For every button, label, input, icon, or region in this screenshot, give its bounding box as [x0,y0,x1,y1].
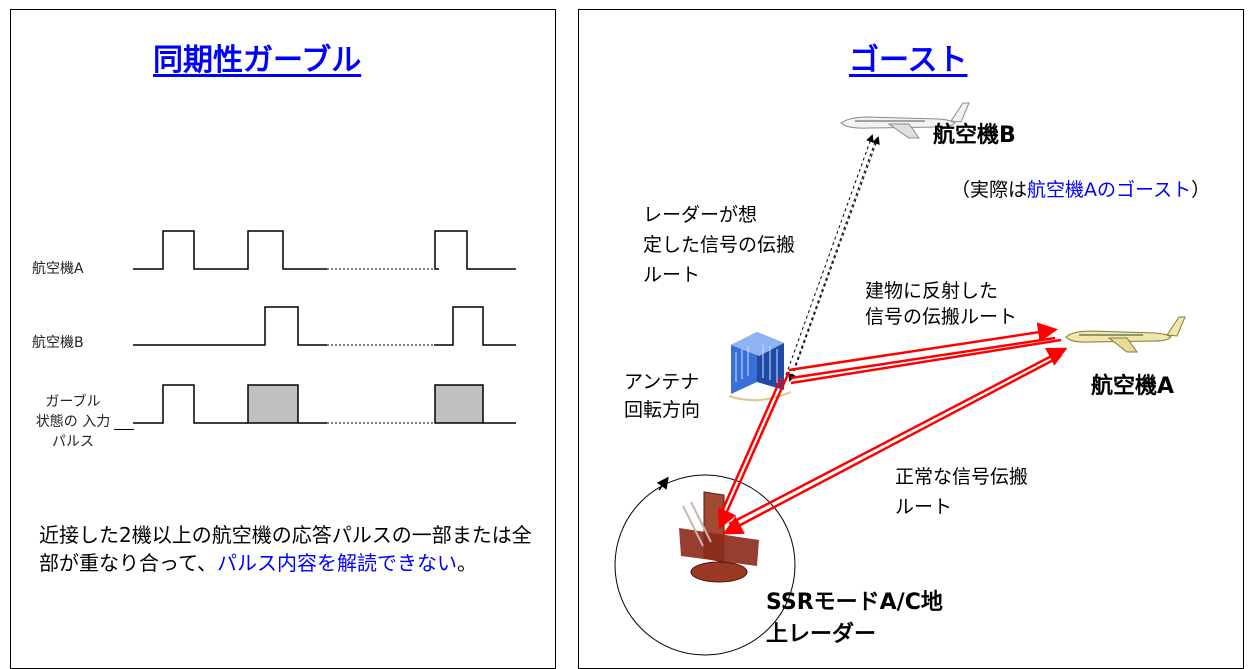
normal-route-label: 正常な信号伝搬 ルート [895,462,1028,522]
normal-route-line-1: 正常な信号伝搬 [895,466,1029,488]
aircraft-b-icon [840,102,970,139]
description-highlight: パルス内容を解読できない [217,551,457,575]
ghost-note-highlight: 航空機Aのゴースト [1027,179,1192,201]
right-panel: ゴースト [578,9,1244,669]
description-end: 。 [457,551,477,575]
pulse-train-garbled [133,384,516,424]
normal-route-line-2: ルート [895,496,953,518]
aircraft-b-label: 航空機B [933,123,1016,148]
panel-title-ghost: ゴースト [849,43,968,78]
building-icon [728,332,792,402]
aircraft-a-icon [1065,316,1186,353]
expected-route-line-3: ルート [643,264,701,286]
expected-route-line-2: 定した信号の伝搬 [643,234,796,256]
antenna-label-line-1: アンテナ [624,371,700,393]
antenna-label: アンテナ 回転方向 [624,368,700,424]
overlap-pulse-2 [434,384,484,424]
reflected-route-line-1: 建物に反射した [865,280,999,302]
garbled-label-line-3: パルス [52,434,94,450]
signal-label-garbled: ガーブル 状態の 入力 パルス [33,392,113,452]
reflected-route-line-2: 信号の伝搬ルート [865,306,1018,328]
ghost-note-prefix: （実際は [951,179,1028,201]
ghost-note: （実際は航空機Aのゴースト） [951,178,1210,203]
pulse-train-b [133,306,516,346]
garble-description: 近接した2機以上の航空機の応答パルスの一部または全部が重なり合って、パルス内容を… [39,521,539,577]
pulse-train-a [133,230,516,270]
ghost-note-suffix: ） [1191,179,1211,201]
aircraft-a-label: 航空機A [1091,374,1175,399]
panel-title-garble: 同期性ガーブル [153,43,362,78]
ghost-diagram [614,102,1186,656]
reflected-route-label: 建物に反射した 信号の伝搬ルート [865,278,1017,330]
radar-label-line-1: SSRモードA/C地 [766,590,943,615]
left-panel: 同期性ガーブル 航空機A 航空機B ガーブル 状態の 入力 パルス 近接した2機… [10,9,556,669]
pulse-timing-diagram [133,230,516,424]
overlap-pulse-1 [247,384,299,424]
garbled-label-line-1: ガーブル [45,394,101,410]
radar-icon [679,491,759,583]
description-text: 近接した2機以上の航空機の応答パルスの一部または全部が重なり合って、 [39,523,532,575]
garbled-label-line-2: 状態の 入力 [35,414,111,430]
expected-route-label: レーダーが想 定した信号の伝搬 ルート [643,200,795,290]
antenna-rotation-circle [614,474,796,656]
expected-route-line-1: レーダーが想 [643,204,758,226]
garbled-label-leader [114,429,134,430]
signal-label-aircraft-a: 航空機A [32,261,84,277]
signal-label-aircraft-b: 航空機B [32,335,84,351]
radar-label-line-2: 上レーダー [766,622,877,647]
antenna-label-line-2: 回転方向 [624,399,701,421]
radar-label: SSRモードA/C地 上レーダー [766,587,943,651]
